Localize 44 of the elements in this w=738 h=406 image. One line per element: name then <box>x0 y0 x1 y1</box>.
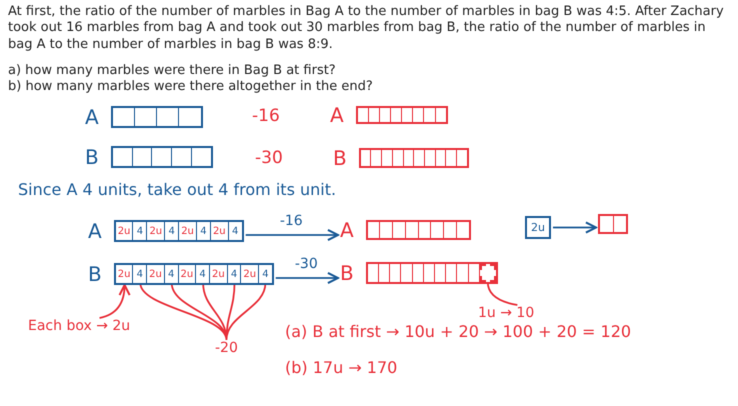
bar-name: A <box>330 103 344 127</box>
leader-line <box>486 282 518 306</box>
unit-label: 2u <box>243 268 256 280</box>
arrow <box>246 228 339 242</box>
unit-label: 2u <box>118 268 130 280</box>
bar-name: B <box>88 262 102 286</box>
unit-label: 2u <box>212 226 226 236</box>
unit-label: 4 <box>168 268 174 280</box>
unit-label: 4 <box>230 268 238 280</box>
subtraction-label: -30 <box>255 148 283 170</box>
question-text: a) how many marbles were there in Bag B at first? <box>8 63 337 80</box>
bar-name: A <box>340 218 354 242</box>
bar-name: B <box>85 145 99 169</box>
unit-label: 2u <box>149 268 162 280</box>
bar-name: A <box>88 219 102 243</box>
working-note: Since A 4 units, take out 4 from its unit. <box>18 180 336 200</box>
question-text: At first, the ratio of the number of marbles in Bag A to the number of marbles in bag B was 4:5. After Zachary took out 16 marbles from bag A and took out 30 marbles from bag B, the ratio of the number of marbles in bag A to the number of marbles in bag B was 8:9. <box>8 4 725 53</box>
unit-label: 4 <box>232 226 238 236</box>
bar-name: B <box>340 261 354 285</box>
unit-label: 4 <box>200 226 207 236</box>
note-text: 1u → 10 <box>478 305 534 321</box>
arrow <box>552 221 597 234</box>
bar-name: B <box>333 146 347 170</box>
arrow <box>99 284 130 319</box>
subtraction-label: -16 <box>252 106 280 128</box>
connector-line <box>139 282 266 341</box>
unit-label: 4 <box>262 268 269 280</box>
unit-box: 2u <box>525 216 551 239</box>
unit-label: 2u <box>180 268 194 280</box>
note-text: Each box → 2u <box>28 318 130 334</box>
answer-text: (a) B at first → 10u + 20 → 100 + 20 = 120 <box>285 322 632 342</box>
unit-label: 4 <box>168 226 175 236</box>
question-text: b) how many marbles were there altogether in the end? <box>8 79 374 96</box>
unit-label: 4 <box>136 226 144 236</box>
note-text: -20 <box>215 340 238 356</box>
unit-label: 2u <box>149 226 162 236</box>
unit-label: 4 <box>199 268 206 280</box>
unit-label: 2u <box>212 268 225 280</box>
unit-label: 4 <box>136 268 143 280</box>
unit-label: 2u <box>118 226 130 236</box>
answer-text: (b) 17u → 170 <box>285 358 398 378</box>
bar-name: A <box>85 105 99 129</box>
unit-label: 2u <box>181 226 194 236</box>
arrow <box>276 272 339 284</box>
